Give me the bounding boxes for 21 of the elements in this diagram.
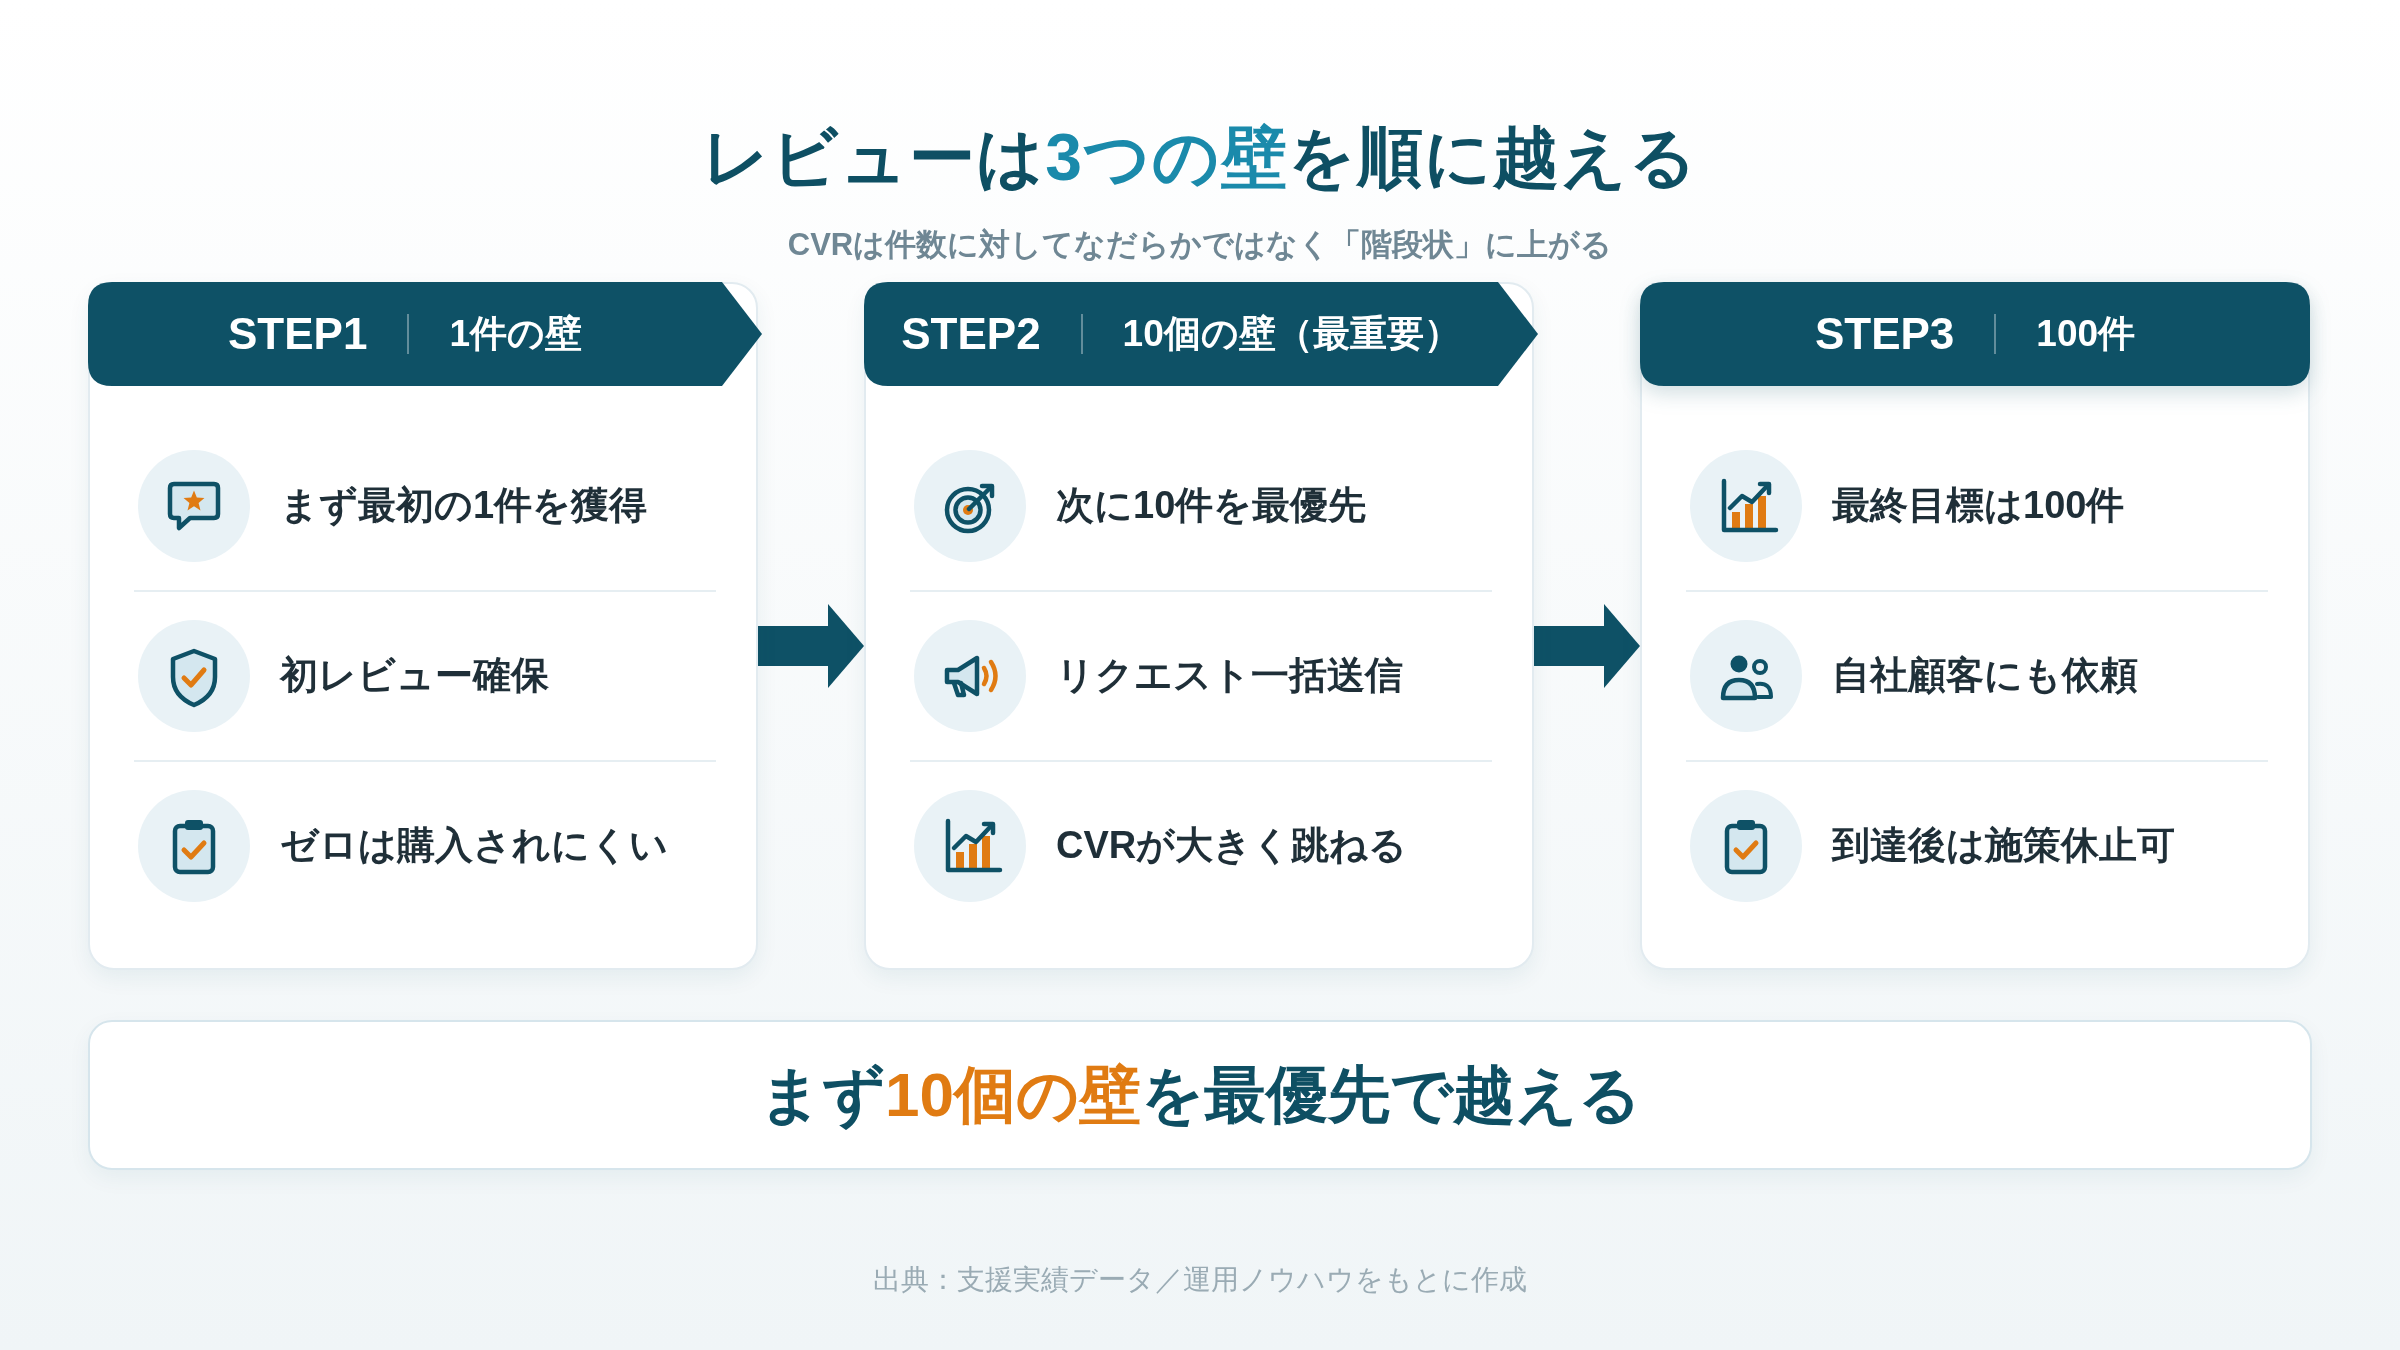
subtitle: CVRは件数に対してなだらかではなく「階段状」に上がる	[787, 226, 1613, 264]
item-text: 次に10件を最優先	[1056, 483, 1367, 529]
item-text: 初レビュー確保	[280, 653, 549, 699]
item-text: リクエスト一括送信	[1056, 653, 1403, 699]
banner-text: まず10個の壁を最優先で越える	[759, 1058, 1641, 1132]
item-text: 自社顧客にも依頼	[1832, 653, 2138, 699]
step-number: STEP1	[228, 308, 368, 360]
title: レビューは3つの壁を順に越える	[702, 119, 1698, 196]
item-text: ゼロは購入されにくい	[280, 823, 668, 869]
step-title: 1件の壁	[449, 311, 582, 356]
step-title: 10個の壁（最重要）	[1122, 311, 1461, 356]
step-number: STEP3	[1814, 308, 1955, 360]
callout-banner	[88, 1020, 2312, 1170]
item-text: 最終目標は100件	[1832, 483, 2125, 529]
step-card	[1640, 282, 2310, 970]
source-note: 出典：支援実績データ／運用ノウハウをもとに作成	[873, 1263, 1527, 1297]
item-text: CVRが大きく跳ねる	[1056, 823, 1408, 869]
item-text: まず最初の1件を獲得	[280, 483, 648, 529]
item-text: 到達後は施策休止可	[1832, 823, 2175, 869]
step-number: STEP2	[901, 308, 1041, 360]
step-title: 100件	[2036, 311, 2136, 356]
